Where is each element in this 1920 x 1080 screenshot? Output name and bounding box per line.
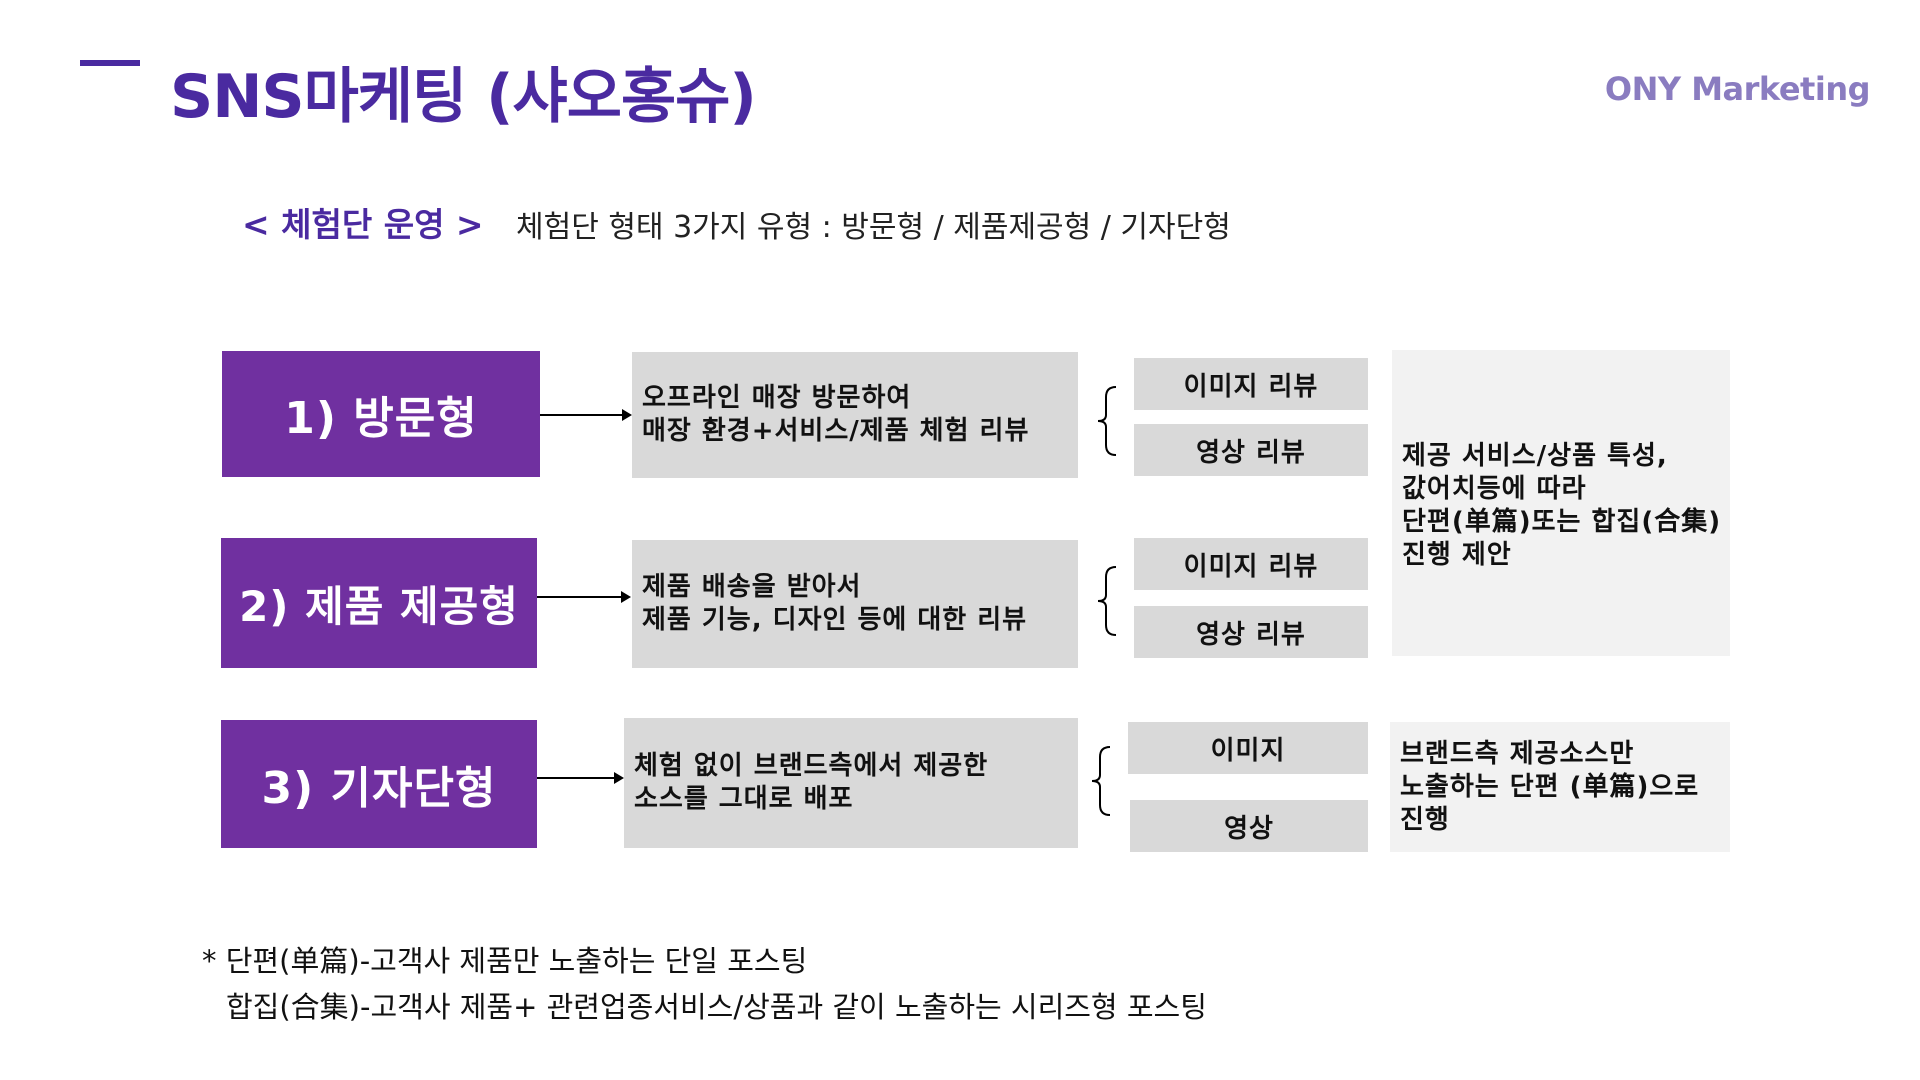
arrow-reporter xyxy=(537,772,624,784)
brand-name: ONY Marketing xyxy=(1604,70,1871,108)
desc-box-visit: 오프라인 매장 방문하여 매장 환경+서비스/제품 체험 리뷰 xyxy=(632,352,1078,478)
section-label: < 체험단 운영 > xyxy=(242,205,484,244)
section-description: 체험단 형태 3가지 유형 : 방문형 / 제품제공형 / 기자단형 xyxy=(516,210,1231,245)
brace-visit xyxy=(1097,386,1117,456)
note-line: 진행 제안 xyxy=(1402,540,1512,570)
note-line: 단편(单篇)또는 합집(合集) xyxy=(1402,507,1722,537)
desc-line: 오프라인 매장 방문하여 xyxy=(642,383,912,413)
note-box-reporter: 브랜드측 제공소스만 노출하는 단편 (单篇)으로 진행 xyxy=(1390,722,1730,852)
type-box-product: 2) 제품 제공형 xyxy=(221,538,537,668)
type-box-visit: 1) 방문형 xyxy=(222,351,540,477)
review-image-product: 이미지 리뷰 xyxy=(1134,538,1368,590)
desc-line: 소스를 그대로 배포 xyxy=(634,784,854,814)
arrow-product xyxy=(537,591,631,603)
footnote-single: * 단편(单篇)-고객사 제품만 노출하는 단일 포스팅 xyxy=(202,944,808,978)
title-accent-bar xyxy=(80,60,140,66)
review-video-reporter: 영상 xyxy=(1130,800,1368,852)
brace-product xyxy=(1097,566,1117,636)
brace-reporter xyxy=(1091,746,1111,816)
desc-line: 제품 기능, 디자인 등에 대한 리뷰 xyxy=(642,605,1028,635)
footnote-collection: 합집(合集)-고객사 제품+ 관련업종서비스/상품과 같이 노출하는 시리즈형 … xyxy=(226,990,1207,1024)
note-line: 제공 서비스/상품 특성, xyxy=(1402,441,1668,471)
type-box-reporter: 3) 기자단형 xyxy=(221,720,537,848)
desc-box-product: 제품 배송을 받아서 제품 기능, 디자인 등에 대한 리뷰 xyxy=(632,540,1078,668)
desc-box-reporter: 체험 없이 브랜드측에서 제공한 소스를 그대로 배포 xyxy=(624,718,1078,848)
note-line: 진행 xyxy=(1400,804,1450,835)
review-video-visit: 영상 리뷰 xyxy=(1134,424,1368,476)
note-line: 값어치등에 따라 xyxy=(1402,474,1587,504)
page-title: SNS마케팅 (샤오홍슈) xyxy=(170,62,757,132)
desc-line: 제품 배송을 받아서 xyxy=(642,572,862,602)
note-line: 노출하는 단편 (单篇)으로 xyxy=(1400,771,1700,802)
arrow-visit xyxy=(540,409,632,421)
note-box-shared: 제공 서비스/상품 특성, 값어치등에 따라 단편(单篇)또는 합집(合集) 진… xyxy=(1392,350,1730,656)
note-line: 브랜드측 제공소스만 xyxy=(1400,738,1635,769)
desc-line: 매장 환경+서비스/제품 체험 리뷰 xyxy=(642,416,1030,446)
review-image-reporter: 이미지 xyxy=(1128,722,1368,774)
desc-line: 체험 없이 브랜드측에서 제공한 xyxy=(634,751,989,781)
review-video-product: 영상 리뷰 xyxy=(1134,606,1368,658)
review-image-visit: 이미지 리뷰 xyxy=(1134,358,1368,410)
